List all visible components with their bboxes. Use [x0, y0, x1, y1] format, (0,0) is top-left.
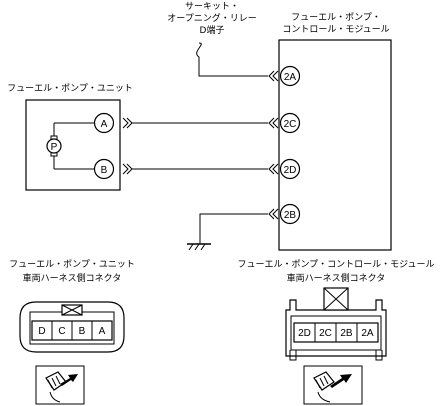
module-pin-2a: 2A: [279, 65, 301, 87]
right-connector-pin-2a: 2A: [361, 328, 374, 339]
relay-wire: [196, 42, 268, 77]
right-connector-pin-2d: 2D: [298, 328, 311, 339]
svg-text:A: A: [101, 119, 108, 130]
pump-pin-b: B: [93, 158, 115, 180]
svg-text:P: P: [51, 142, 58, 153]
right-connector-pin-2c: 2C: [319, 328, 332, 339]
right-connector-label-line1: フューエル・ポンプ・コントロール・モジュール: [237, 259, 434, 270]
svg-text:B: B: [101, 165, 108, 176]
pump-motor-icon: P: [46, 135, 62, 157]
pump-connector-chevrons: [122, 117, 133, 175]
left-connector-pin-c: C: [58, 326, 65, 337]
pump-internal-wiring: [53, 122, 104, 170]
tester-probe-icon: [35, 365, 85, 405]
left-connector-label-line1: フューエル・ポンプ・ユニット: [9, 259, 135, 270]
left-connector-label-line2: 車両ハーネス側コネクタ: [23, 272, 122, 284]
module-pin-2b: 2B: [279, 203, 301, 225]
svg-text:2A: 2A: [284, 72, 297, 83]
ground-icon: [187, 243, 211, 251]
right-connector-pin-2b: 2B: [340, 328, 353, 339]
right-connector-face: 2D 2C 2B 2A: [285, 287, 387, 361]
relay-label-line3: D端子: [200, 24, 225, 36]
wire-2b-ground: [199, 213, 268, 244]
relay-label-line1: サーキット・: [185, 1, 239, 12]
left-connector-pin-d: D: [38, 326, 45, 337]
pump-unit-label: フューエル・ポンプ・ユニット: [7, 83, 133, 94]
tester-probe-icon: [303, 365, 363, 405]
left-connector-pin-b: B: [79, 326, 86, 337]
left-connector-face: D C B A: [19, 301, 125, 353]
module-pin-2c: 2C: [279, 112, 301, 134]
module-pin-2d: 2D: [279, 158, 301, 180]
pump-pin-a: A: [93, 112, 115, 134]
module-label-line2: コントロール・モジュール: [282, 25, 389, 35]
svg-text:2D: 2D: [284, 165, 297, 176]
right-connector-label-line2: 車両ハーネス側コネクタ: [287, 272, 386, 284]
svg-text:2C: 2C: [284, 119, 297, 130]
module-connector-chevrons: [268, 70, 279, 220]
relay-label-line2: オープニング・リレー: [167, 12, 256, 24]
left-connector-pin-a: A: [99, 326, 106, 337]
module-label-line1: フューエル・ポンプ・: [291, 12, 381, 23]
svg-text:2B: 2B: [284, 210, 297, 221]
